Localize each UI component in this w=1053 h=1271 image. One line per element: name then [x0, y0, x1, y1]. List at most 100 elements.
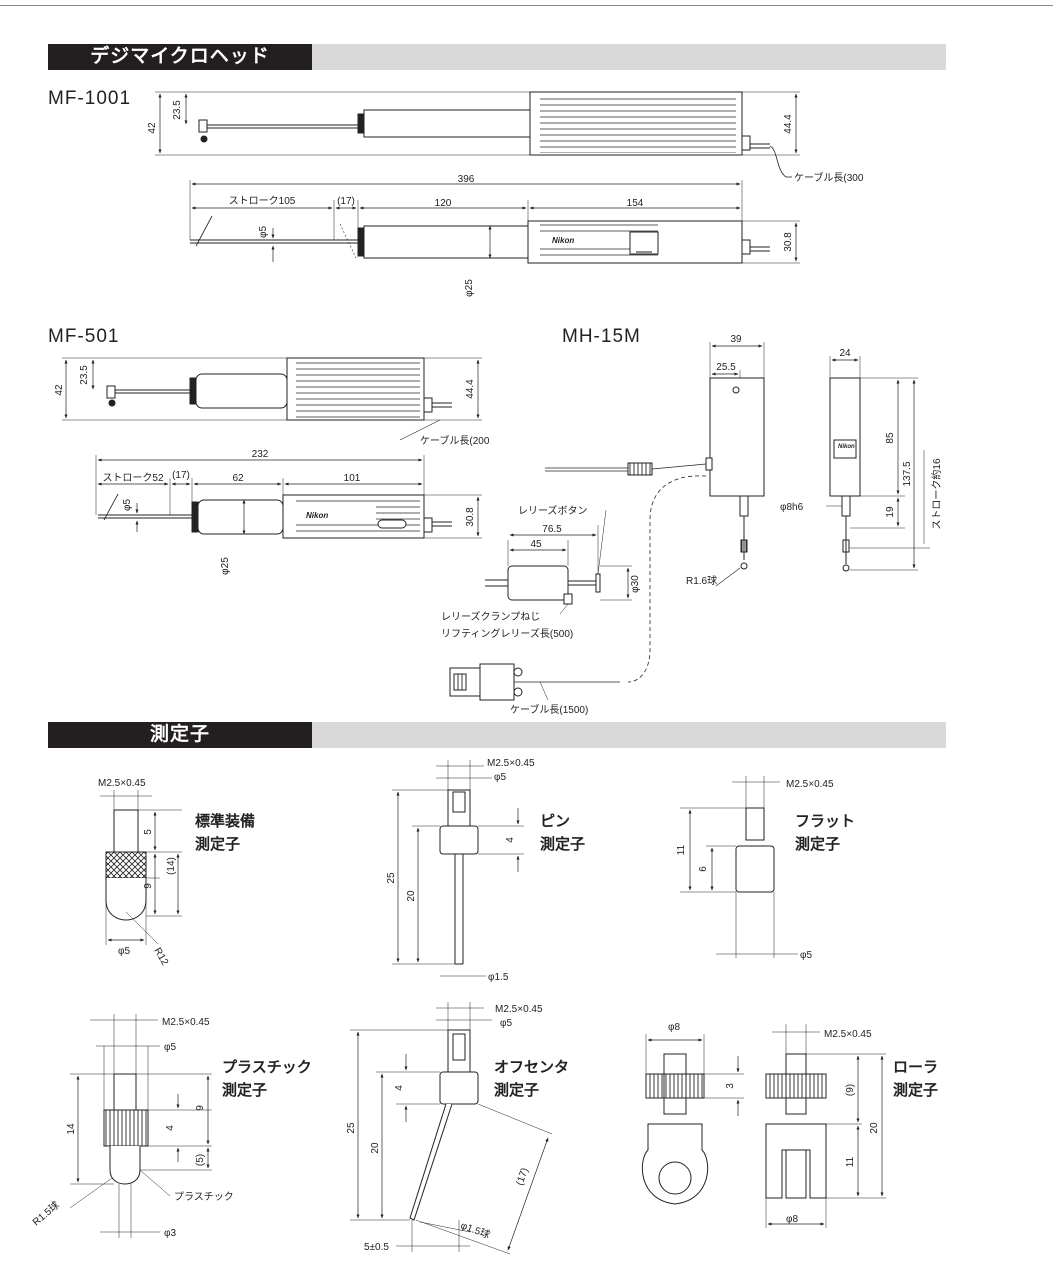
mf1001-height-23-5: 23.5 — [172, 100, 183, 120]
section-band-heads: デジマイクロヘッド — [48, 44, 946, 70]
mh15m-side-view — [826, 356, 930, 572]
mf1001-height-44-4: 44.4 — [783, 114, 794, 134]
flat-thread: M2.5×0.45 — [786, 779, 834, 790]
mf501-total-length: 232 — [252, 449, 269, 460]
probe-pin-drawing — [392, 760, 524, 977]
release-unit — [485, 509, 632, 615]
mf501-phi25: φ25 — [220, 557, 231, 575]
mf1001-cable-length: ケーブル長(300 — [794, 171, 864, 184]
mf1001-top-view — [155, 91, 800, 178]
plastic-name-2: 測定子 — [222, 1081, 267, 1099]
top-rule — [0, 0, 1053, 6]
pin-name-2: 測定子 — [540, 835, 585, 853]
mf1001-side-view — [189, 180, 800, 264]
pin-dim-25: 25 — [386, 872, 397, 884]
mh15m-r16-ball: R1.6球 — [686, 574, 717, 587]
standard-dim-9: 9 — [143, 883, 154, 889]
pin-dim-4: 4 — [505, 837, 516, 843]
lifting-release-length-label: リフティングレリーズ長(500) — [441, 627, 573, 640]
release-clamp-screw-label: レリーズクランプねじ — [441, 610, 540, 623]
mh15m-height-85: 85 — [885, 432, 896, 444]
flat-dim-11: 11 — [676, 844, 687, 855]
mh15m-width-39: 39 — [730, 334, 742, 345]
section-title-heads: デジマイクロヘッド — [48, 44, 312, 70]
mf501-phi5: φ5 — [122, 499, 133, 511]
standard-dim-14: (14) — [166, 857, 177, 875]
flat-name-1: フラット — [795, 813, 855, 830]
offcenter-dim-17: (17) — [514, 1167, 530, 1187]
plastic-phi5: φ5 — [164, 1042, 176, 1053]
probe-flat-drawing — [680, 776, 798, 958]
section-band-probes: 測定子 — [48, 722, 946, 748]
mf501-height-44-4: 44.4 — [465, 379, 476, 399]
release-button-label: レリーズボタン — [518, 504, 588, 517]
brand-logo-mf501: Nikon — [306, 511, 328, 520]
brand-logo-mh15m: Nikon — [838, 444, 855, 450]
offcenter-phi5: φ5 — [500, 1018, 512, 1029]
flat-name-2: 測定子 — [795, 835, 840, 853]
probe-offcenter-drawing — [350, 1002, 553, 1255]
model-label-mf501: MF-501 — [48, 326, 120, 347]
roller-name-1: ローラ — [893, 1059, 938, 1076]
mh15m-width-25-5: 25.5 — [716, 362, 736, 373]
mf1001-total-length: 396 — [458, 174, 475, 185]
offcenter-dim-20: 20 — [370, 1142, 381, 1154]
mh15m-phi8h6: φ8h6 — [780, 502, 804, 513]
release-length-45: 45 — [530, 539, 542, 550]
offcenter-dim-4: 4 — [394, 1085, 405, 1091]
plastic-dim-5: (5) — [195, 1154, 206, 1166]
flat-dim-6: 6 — [698, 866, 709, 872]
mf1001-height-42: 42 — [147, 122, 158, 134]
roller-name-2: 測定子 — [893, 1081, 938, 1099]
mf1001-len-120: 120 — [435, 198, 452, 209]
model-label-mh15m: MH-15M — [562, 326, 641, 347]
plastic-material: プラスチック — [174, 1191, 234, 1203]
model-label-mf1001: MF-1001 — [48, 88, 132, 109]
mf1001-phi5: φ5 — [258, 226, 269, 238]
standard-dim-5: 5 — [143, 829, 154, 835]
standard-thread: M2.5×0.45 — [98, 778, 146, 789]
mh15m-width-24: 24 — [839, 348, 851, 359]
plastic-r1-5-ball: R1.5球 — [30, 1198, 62, 1228]
release-phi30: φ30 — [630, 575, 641, 593]
section-title-probes: 測定子 — [48, 722, 312, 748]
mf501-stroke: ストローク52 — [102, 472, 164, 484]
offcenter-dim-25: 25 — [346, 1122, 357, 1134]
mf501-height-30-8: 30.8 — [465, 507, 476, 527]
probe-plastic-drawing — [69, 1014, 212, 1238]
mf501-height-23-5: 23.5 — [79, 365, 90, 385]
plastic-phi3: φ3 — [164, 1228, 176, 1239]
plastic-thread: M2.5×0.45 — [162, 1017, 210, 1028]
roller-thread: M2.5×0.45 — [824, 1029, 872, 1040]
plastic-dim-14: 14 — [66, 1123, 77, 1135]
roller-dim-20: 20 — [869, 1122, 880, 1134]
mf1001-height-30-8: 30.8 — [783, 232, 794, 252]
standard-name-2: 測定子 — [195, 835, 240, 853]
roller-dim-9: (9) — [845, 1084, 856, 1096]
pin-thread: M2.5×0.45 — [487, 758, 535, 769]
pin-name-1: ピン — [540, 813, 570, 830]
brand-logo-mf1001: Nikon — [552, 236, 574, 245]
roller-dim-11: 11 — [845, 1156, 856, 1167]
plastic-name-1: プラスチック — [222, 1059, 312, 1076]
probe-roller-drawing — [641, 1024, 886, 1228]
mf501-s17: (17) — [172, 470, 190, 481]
mf1001-s17: (17) — [337, 196, 355, 207]
cable-connector — [449, 663, 620, 701]
mf501-cable-length: ケーブル長(200 — [420, 434, 490, 447]
mf501-len-101: 101 — [344, 473, 361, 484]
roller-phi8-bottom: φ8 — [786, 1214, 798, 1225]
standard-name-1: 標準装備 — [195, 812, 255, 830]
offcenter-offset: 5±0.5 — [364, 1242, 389, 1253]
probe-standard-drawing — [100, 790, 182, 945]
offcenter-phi1-5-ball: φ1.5球 — [459, 1219, 492, 1242]
mh15m-front-view — [545, 342, 765, 683]
mf501-height-42: 42 — [54, 384, 65, 396]
offcenter-thread: M2.5×0.45 — [495, 1004, 543, 1015]
mh15m-height-137-5: 137.5 — [902, 461, 913, 486]
offcenter-name-2: 測定子 — [494, 1081, 539, 1099]
mf1001-stroke: ストローク105 — [229, 195, 296, 207]
release-length-76-5: 76.5 — [542, 524, 562, 535]
standard-phi5: φ5 — [118, 946, 130, 957]
